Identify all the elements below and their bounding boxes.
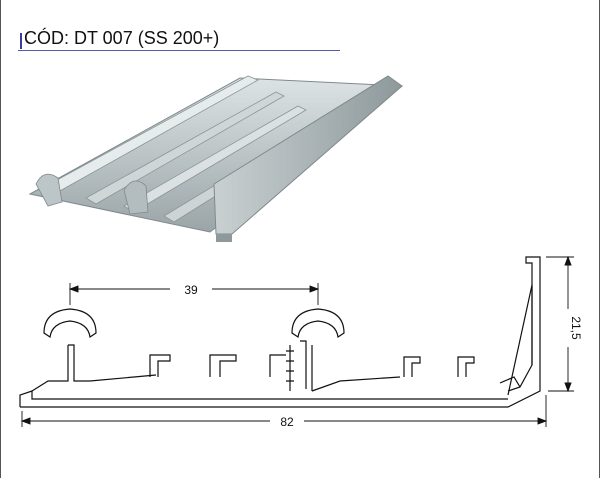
dimension-spacing-label: 39 [184, 283, 198, 297]
dimension-width-label: 82 [280, 415, 294, 429]
header-marker [20, 33, 22, 49]
dimension-height [546, 255, 574, 393]
product-header: CÓD: DT 007 (SS 200+) [18, 26, 340, 51]
profile-technical-drawing: 39 82 21,5 [19, 255, 583, 429]
product-code-title: CÓD: DT 007 (SS 200+) [24, 28, 220, 48]
dimension-height-label: 21,5 [569, 316, 583, 340]
dimension-spacing [68, 283, 320, 305]
profile-photo [28, 75, 404, 242]
dimension-width [20, 395, 548, 427]
profile-outline [19, 256, 541, 408]
